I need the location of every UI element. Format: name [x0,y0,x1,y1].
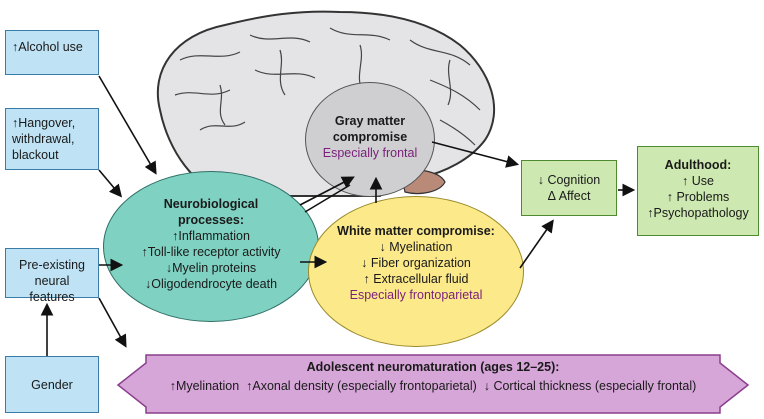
white-item: ↑ Extracellular fluid [363,272,469,286]
gray-note: Especially frontal [322,146,418,160]
white-note: Especially frontoparietal [349,288,483,302]
arrow-preexisting-to-maturation [98,297,127,348]
white-title: White matter compromise: [337,224,495,238]
arrow-hangover-to-neuro [98,169,123,198]
adulthood-title: Adulthood: [664,158,732,172]
alcohol-use-label: ↑Alcohol use [12,40,83,54]
alcohol-use-box: ↑Alcohol use [5,30,99,75]
maturation-title: Adolescent neuromaturation (ages 12–25): [306,360,560,374]
arrow-gray-to-cognition [431,141,520,168]
preexisting-label-2: neural features [29,274,75,304]
hangover-box: ↑Hangover, withdrawal, blackout [5,108,99,170]
gender-box: Gender [5,356,99,413]
arrow-neuro-to-white [304,184,351,213]
cognition-label: ↓ Cognition [537,173,601,187]
neurobio-title-2: processes: [177,213,244,227]
gray-title-2: compromise [332,130,408,144]
arrow-neuro-to-gray [299,176,355,206]
hangover-label-2: withdrawal, [12,132,75,146]
arrow-white-to-cognition [519,219,554,269]
hangover-label-3: blackout [12,148,59,162]
white-matter-ellipse: White matter compromise: ↓ Myelination ↓… [308,196,524,347]
affect-label: Δ Affect [547,189,591,203]
preexisting-box: Pre-existing neural features [5,248,99,304]
cognition-box: ↓ Cognition Δ Affect [521,160,617,216]
adulthood-item: ↑ Problems [666,190,730,204]
neurobio-ellipse: Neurobiological processes: ↑Inflammation… [103,171,319,322]
gender-label: Gender [31,378,73,392]
neurobio-item: ↓Oligodendrocyte death [144,277,278,291]
maturation-detail: ↑Myelination ↑Axonal density (especially… [169,379,697,393]
gray-title-1: Gray matter [334,114,406,128]
arrow-alcohol-to-neuro [98,75,157,175]
maturation-text: Adolescent neuromaturation (ages 12–25):… [146,358,720,396]
white-item: ↓ Myelination [379,240,453,254]
neurobio-item: ↑Toll-like receptor activity [141,245,281,259]
neurobio-item: ↑Inflammation [172,229,250,243]
adulthood-box: Adulthood: ↑ Use ↑ Problems ↑Psychopatho… [637,146,759,236]
white-item: ↓ Fiber organization [361,256,471,270]
hangover-label-1: ↑Hangover, [12,116,76,130]
adulthood-item: ↑ Use [682,174,714,188]
neurobio-title-1: Neurobiological [163,197,259,211]
neurobio-item: ↓Myelin proteins [165,261,257,275]
preexisting-label-1: Pre-existing [19,258,85,272]
adulthood-item: ↑Psychopathology [647,206,749,220]
